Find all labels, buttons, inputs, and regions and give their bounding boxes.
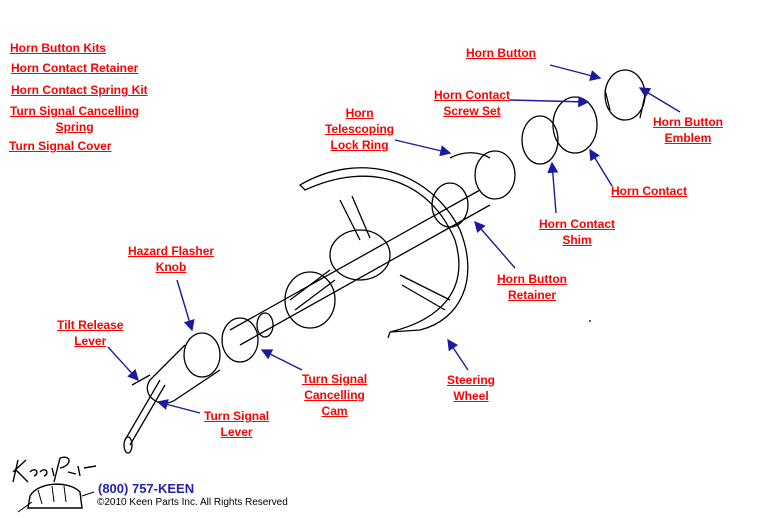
arrow-lock-ring bbox=[394, 139, 452, 157]
link-horn-button-kits[interactable]: Horn Button Kits bbox=[10, 41, 106, 55]
arrow-screw-set bbox=[509, 96, 590, 108]
arrow-steering-wheel bbox=[447, 338, 469, 371]
arrow-horn-contact bbox=[589, 148, 613, 187]
arrow-cancel-cam bbox=[260, 349, 303, 371]
arrow-retainer bbox=[474, 220, 516, 269]
keen-parts-logo bbox=[12, 456, 97, 513]
phone-number[interactable]: (800) 757-KEEN bbox=[98, 481, 195, 496]
arrow-shim bbox=[547, 161, 559, 214]
callout-arrows bbox=[107, 64, 681, 414]
link-horn-contact[interactable]: Horn Contact bbox=[611, 184, 687, 198]
arrow-emblem bbox=[638, 87, 681, 113]
parts-drawing bbox=[123, 69, 646, 454]
link-turn-signal-cover[interactable]: Turn Signal Cover bbox=[9, 139, 112, 153]
link-horn-contact-retainer[interactable]: Horn Contact Retainer bbox=[11, 61, 139, 75]
arrow-hazard-knob bbox=[176, 279, 195, 332]
copyright: ©2010 Keen Parts Inc. All Rights Reserve… bbox=[97, 497, 288, 508]
arrow-tilt-lever bbox=[107, 346, 139, 382]
link-horn-contact-spring-kit[interactable]: Horn Contact Spring Kit bbox=[11, 83, 148, 97]
arrow-turn-signal-lever bbox=[156, 399, 201, 414]
link-horn-button[interactable]: Horn Button bbox=[466, 46, 536, 60]
arrow-horn-button bbox=[549, 64, 602, 81]
